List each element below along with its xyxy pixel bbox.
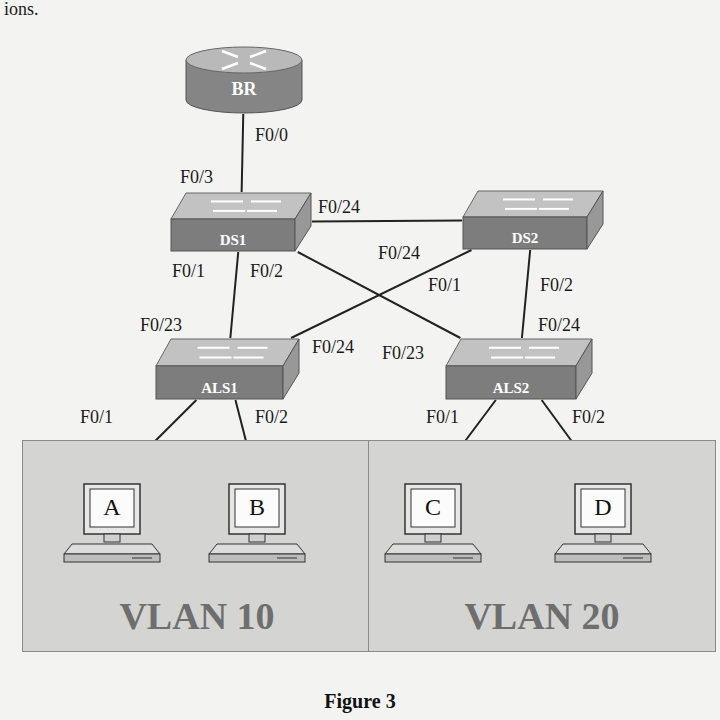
host-label: A — [103, 494, 120, 521]
pc-icon: C — [383, 480, 483, 575]
device-label: DS2 — [512, 230, 539, 247]
port-label: F0/2 — [572, 408, 605, 428]
port-label: F0/24 — [318, 198, 360, 218]
port-label: F0/24 — [312, 338, 354, 358]
port-label: F0/0 — [255, 126, 288, 146]
pc-icon: A — [62, 480, 162, 575]
vlan-label: VLAN 10 — [22, 594, 372, 638]
port-label: F0/24 — [378, 244, 420, 264]
host-label: B — [249, 494, 265, 521]
port-label: F0/2 — [250, 262, 283, 282]
network-link — [230, 252, 238, 338]
device-label: BR — [231, 79, 256, 100]
host-label: C — [425, 494, 441, 521]
network-link — [522, 250, 530, 338]
vlan-label: VLAN 20 — [368, 594, 716, 638]
switch-icon: ALS1 — [155, 338, 300, 400]
port-label: F0/24 — [538, 316, 580, 336]
port-label: F0/23 — [140, 316, 182, 336]
vlan-region: A B VLAN 10 — [22, 440, 372, 652]
device-label: ALS2 — [493, 380, 530, 397]
network-link — [242, 114, 244, 192]
router-icon: BR — [185, 46, 303, 114]
device-label: ALS1 — [201, 380, 238, 397]
host-label: D — [594, 494, 611, 521]
port-label: F0/1 — [172, 262, 205, 282]
port-label: F0/1 — [428, 276, 461, 296]
device-label: DS1 — [220, 232, 247, 249]
figure-caption: Figure 3 — [0, 690, 720, 713]
port-label: F0/2 — [255, 408, 288, 428]
pc-icon: D — [553, 480, 653, 575]
cut-off-text: ions. — [4, 0, 39, 20]
switch-icon: DS2 — [462, 190, 604, 250]
switch-icon: DS1 — [170, 192, 312, 252]
port-label: F0/23 — [382, 344, 424, 364]
port-label: F0/3 — [180, 168, 213, 188]
switch-icon: ALS2 — [445, 338, 593, 400]
network-link — [312, 220, 462, 221]
network-link — [291, 250, 471, 338]
vlan-region: C D VLAN 20 — [368, 440, 716, 652]
port-label: F0/2 — [540, 276, 573, 296]
network-link — [298, 252, 461, 338]
pc-icon: B — [207, 480, 307, 575]
port-label: F0/1 — [80, 408, 113, 428]
port-label: F0/1 — [426, 408, 459, 428]
